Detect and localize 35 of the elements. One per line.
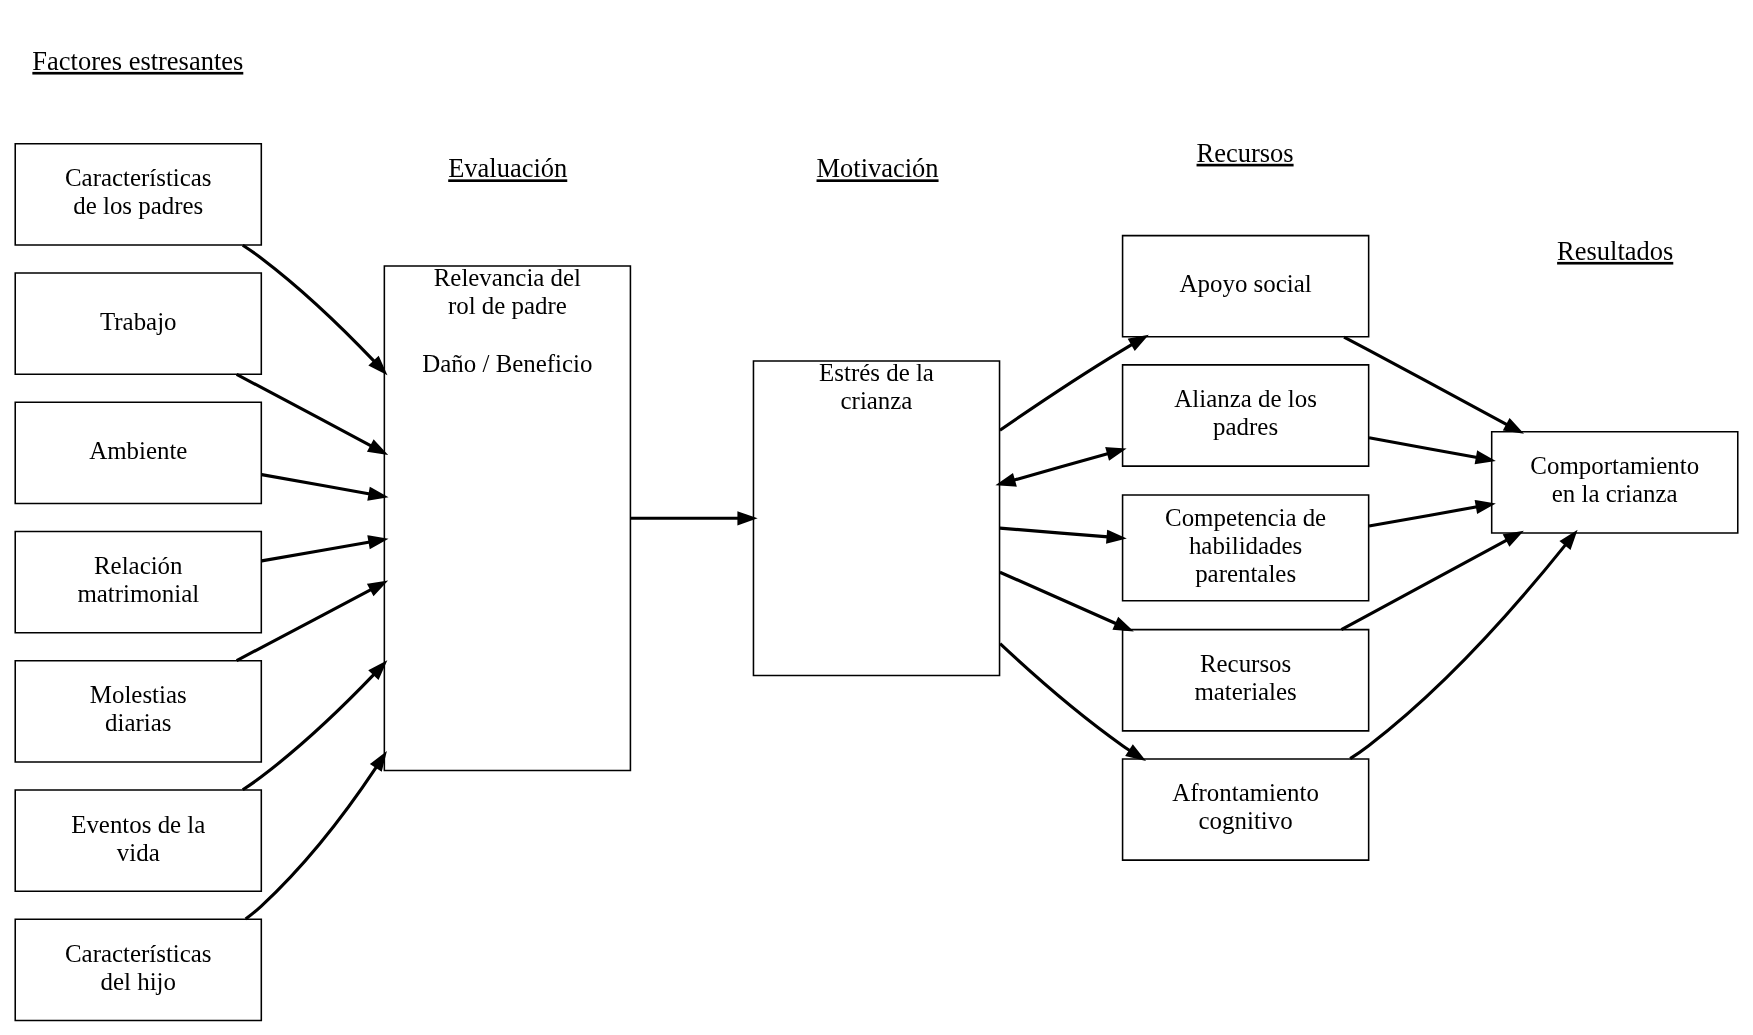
node-box: Competencia de habilidades parentales — [1121, 494, 1370, 602]
arrow — [1368, 436, 1496, 465]
arrow — [630, 511, 758, 526]
node-box: Ambiente — [14, 401, 263, 505]
label: Resultados — [1557, 235, 1674, 266]
arrow — [261, 535, 389, 563]
arrow — [241, 660, 388, 792]
node-box: Apoyo social — [1121, 234, 1370, 338]
node-box: Trabajo — [14, 272, 263, 375]
node-box: Alianza de los padres — [1121, 364, 1370, 467]
node-box: Estrés de la crianza — [752, 360, 1001, 677]
node-box: Afrontamiento cognitivo — [1121, 758, 1370, 861]
node-box: Comportamiento en la crianza — [1490, 431, 1739, 534]
arrow — [995, 447, 1127, 487]
label: Recursos — [1196, 137, 1294, 168]
arrow — [1340, 530, 1524, 631]
arrow — [1368, 500, 1496, 528]
arrow — [999, 642, 1147, 762]
arrow — [999, 526, 1127, 544]
arrow — [244, 750, 387, 921]
label: Factores estresantes — [32, 45, 244, 76]
arrow — [1349, 529, 1578, 760]
node-box: Características del hijo — [14, 918, 263, 1022]
node-box: Recursos materiales — [1121, 628, 1370, 732]
node-box: Relación matrimonial — [14, 530, 263, 634]
node-box: Molestias diarias — [14, 660, 263, 763]
label: Evaluación — [448, 153, 568, 184]
node-box: Características de los padres — [14, 142, 263, 246]
label: Motivación — [816, 153, 939, 184]
node-box: Eventos de la vida — [14, 789, 263, 893]
arrow — [999, 570, 1134, 632]
arrow — [999, 334, 1149, 432]
arrow — [261, 473, 389, 501]
node-box: Relevancia del rol de padre Daño / Beneficio — [383, 265, 632, 772]
arrow — [241, 243, 388, 376]
